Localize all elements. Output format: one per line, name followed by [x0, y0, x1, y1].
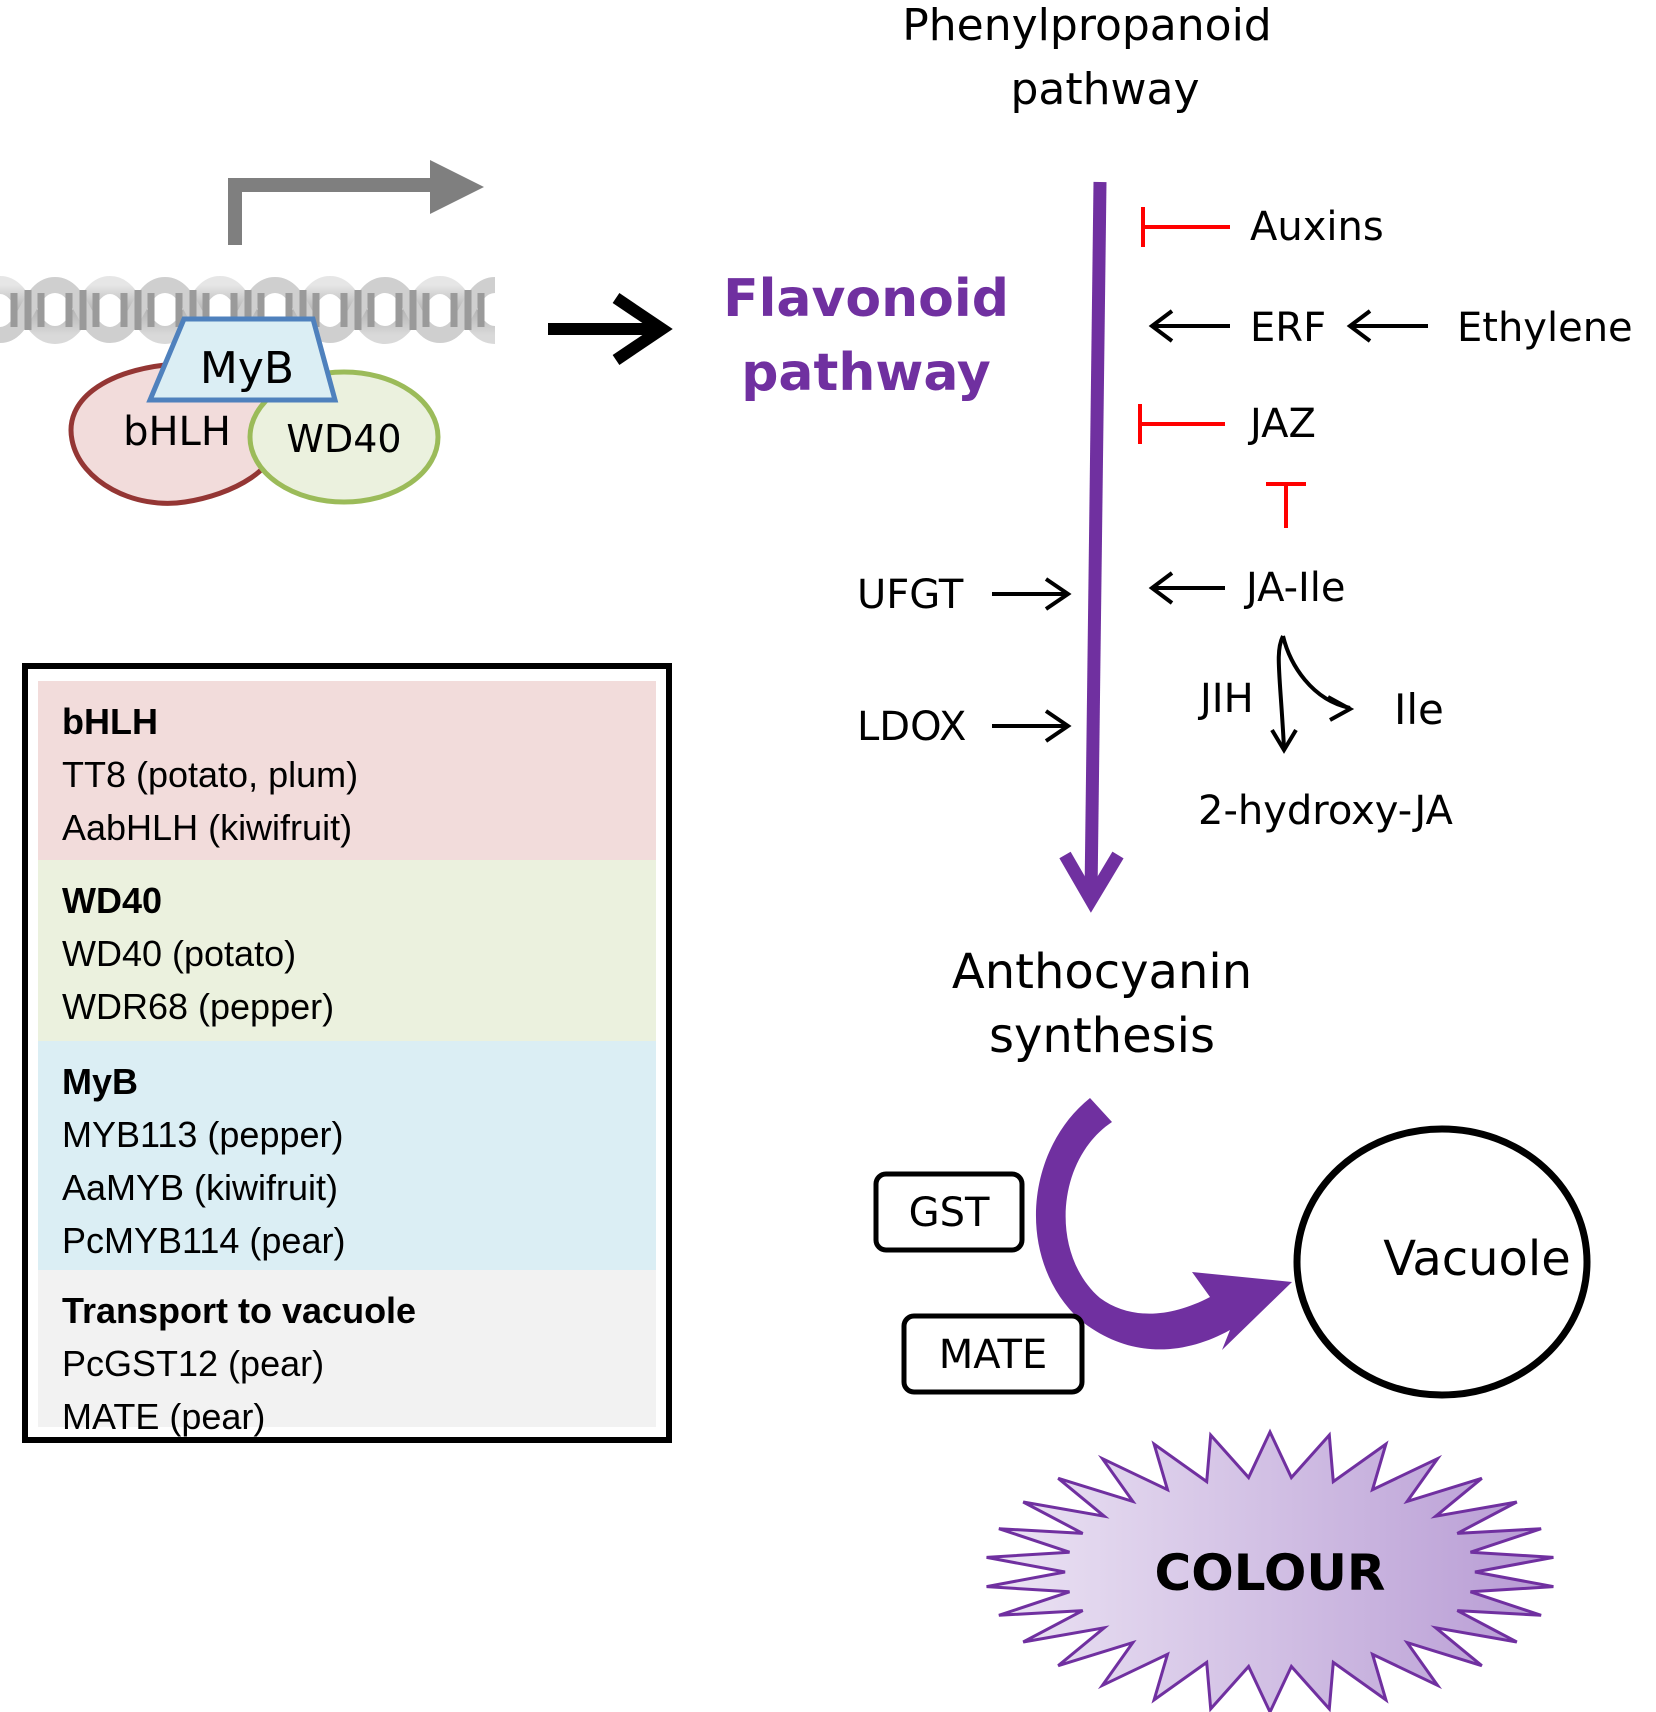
transport-arrow [1035, 1098, 1292, 1350]
legend-box: bHLH TT8 (potato, plum) AabHLH (kiwifrui… [22, 663, 672, 1443]
wd40-protein: WD40 [247, 369, 441, 505]
anthocyanin-label: Anthocyanin [952, 944, 1252, 1000]
jih-label: JIH [1197, 676, 1254, 722]
erf-activation: ERF Ethylene [1148, 305, 1633, 351]
ethylene-label: Ethylene [1457, 305, 1633, 351]
mate-box: MATE [901, 1313, 1085, 1395]
transcription-start-arrow [228, 160, 484, 245]
wd40-label: WD40 [286, 417, 401, 461]
legend-item: TT8 (potato, plum) [62, 754, 359, 795]
legend-section-wd40: WD40 WD40 (potato) WDR68 (pepper) [38, 860, 656, 1041]
auxins-label: Auxins [1250, 204, 1384, 250]
phenylpropanoid-pathway-label: pathway [1010, 64, 1199, 115]
flavonoid-label: Flavonoid [723, 269, 1009, 329]
ufgt-label: UFGT [857, 572, 964, 618]
jaz-label: JAZ [1247, 401, 1316, 447]
legend-heading-wd40: WD40 [62, 880, 163, 921]
erf-label: ERF [1250, 305, 1326, 351]
ile-label: Ile [1394, 685, 1444, 734]
gst-label: GST [909, 1190, 990, 1236]
legend-item: MATE (pear) [62, 1396, 266, 1437]
legend-item: PcGST12 (pear) [62, 1343, 325, 1384]
flavonoid-pathway-label: pathway [741, 343, 991, 403]
ufgt-activation: UFGT [857, 572, 1072, 618]
colour-starburst: COLOUR [986, 1428, 1554, 1712]
legend-item: MYB113 (pepper) [62, 1114, 344, 1155]
legend-item: PcMYB114 (pear) [62, 1220, 346, 1261]
jih-conversion: JIH Ile 2-hydroxy-JA [1197, 635, 1454, 834]
bhlh-label: bHLH [123, 409, 231, 455]
ja-ile-label: JA-Ile [1243, 565, 1346, 611]
legend-heading-bhlh: bHLH [62, 701, 158, 742]
phenylpropanoid-label: Phenylpropanoid [902, 0, 1271, 51]
hydroxy-ja-label: 2-hydroxy-JA [1198, 788, 1454, 834]
legend-section-bhlh: bHLH TT8 (potato, plum) AabHLH (kiwifrui… [38, 681, 656, 860]
ja-ile-activation: JA-Ile [1148, 565, 1346, 611]
gst-box: GST [873, 1171, 1025, 1253]
jaz-inhibition: JAZ [1138, 401, 1316, 528]
ldox-label: LDOX [857, 704, 966, 750]
activation-arrow [548, 293, 673, 365]
myb-label: MyB [200, 343, 294, 394]
mate-label: MATE [939, 1332, 1047, 1378]
legend-item: WDR68 (pepper) [62, 986, 335, 1027]
dna-helix [0, 275, 497, 345]
legend-section-myb: MyB MYB113 (pepper) AaMYB (kiwifruit) Pc… [38, 1041, 656, 1270]
main-pathway-arrow [1059, 181, 1124, 913]
vacuole: Vacuole [1293, 1125, 1591, 1399]
vacuole-label: Vacuole [1383, 1231, 1571, 1287]
legend-item: WD40 (potato) [62, 933, 297, 974]
auxins-inhibition: Auxins [1141, 204, 1384, 250]
legend-section-transport: Transport to vacuole PcGST12 (pear) MATE… [38, 1270, 656, 1437]
legend-heading-myb: MyB [62, 1061, 139, 1102]
anthocyanin-synthesis-label: synthesis [989, 1008, 1215, 1064]
legend-item: AabHLH (kiwifruit) [62, 807, 353, 848]
legend-item: AaMYB (kiwifruit) [62, 1167, 339, 1208]
colour-label: COLOUR [1155, 1544, 1386, 1602]
myb-protein: MyB [146, 316, 339, 403]
legend-heading-transport: Transport to vacuole [62, 1290, 417, 1331]
ldox-activation: LDOX [857, 704, 1072, 750]
